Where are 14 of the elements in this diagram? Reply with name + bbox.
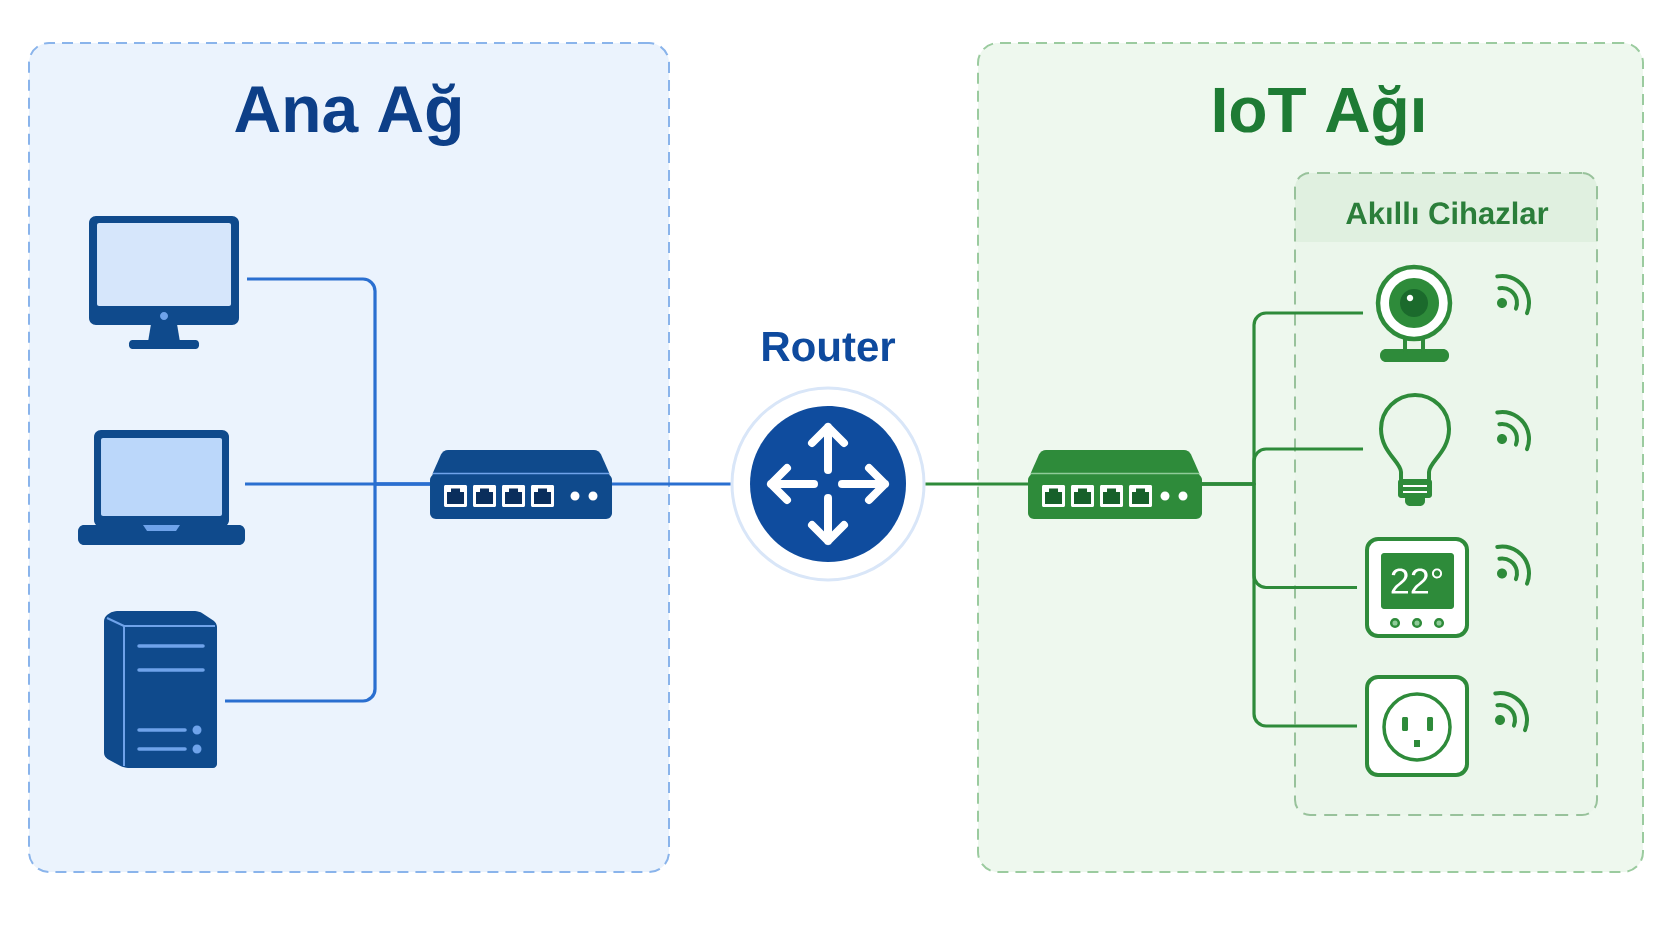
webcam-icon [1375,264,1453,362]
connection-line [225,482,430,703]
network-switch-icon [1028,450,1202,519]
connection-line [925,482,1028,486]
network-switch-icon [430,450,612,519]
monitor-icon [89,216,239,349]
thermostat: 22° [1365,537,1469,638]
connection-line [612,482,731,486]
light-bulb-icon [1379,393,1451,506]
server-icon [104,611,217,768]
laptop-icon [78,430,245,545]
power-outlet-icon [1365,675,1469,777]
router-label: Router [763,332,896,362]
connection-line [1202,482,1357,728]
